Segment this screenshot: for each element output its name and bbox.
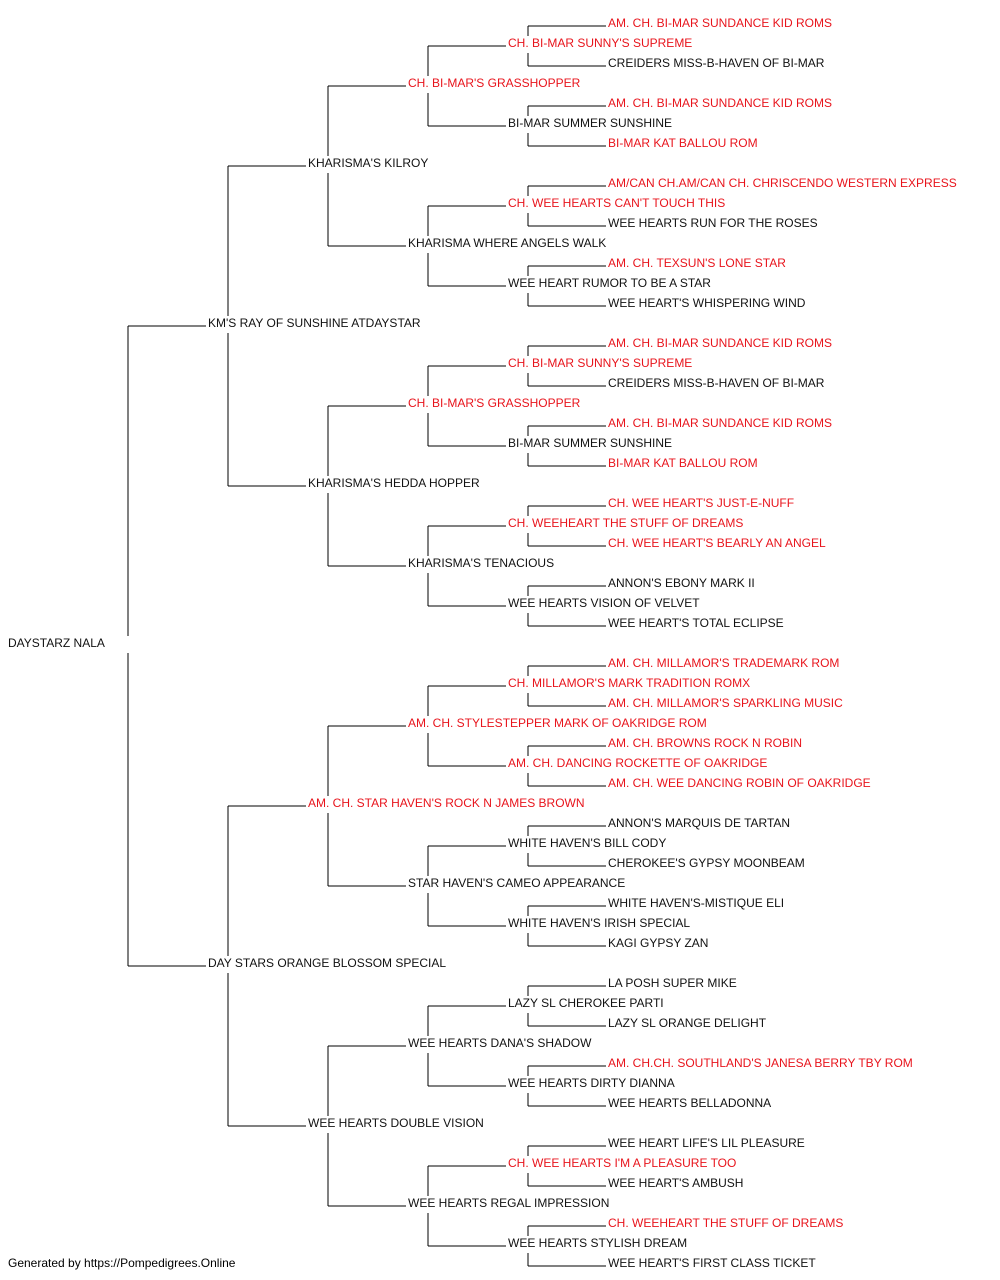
ggg-grandparent-name: WEE HEART'S TOTAL ECLIPSE xyxy=(608,616,784,630)
generated-by-footer: Generated by https://Pompedigrees.Online xyxy=(8,1256,236,1270)
gg-grandparent-name: CH. WEEHEART THE STUFF OF DREAMS xyxy=(508,516,743,530)
pedigree-connector-lines xyxy=(127,25,606,1267)
ggg-grandparent-name: AM. CH. BROWNS ROCK N ROBIN xyxy=(608,736,802,750)
ggg-grandparent-name: AM. CH. BI-MAR SUNDANCE KID ROMS xyxy=(608,16,832,30)
gg-grandparent-name: BI-MAR SUMMER SUNSHINE xyxy=(508,116,672,130)
ggg-grandparent-name: CH. WEEHEART THE STUFF OF DREAMS xyxy=(608,1216,843,1230)
ggg-grandparent-name: KAGI GYPSY ZAN xyxy=(608,936,708,950)
great-grandparent-name: WEE HEARTS DANA'S SHADOW xyxy=(408,1036,592,1050)
ggg-grandparent-name: LA POSH SUPER MIKE xyxy=(608,976,737,990)
grandparent-name: WEE HEARTS DOUBLE VISION xyxy=(308,1116,484,1130)
ggg-grandparent-name: CREIDERS MISS-B-HAVEN OF BI-MAR xyxy=(608,56,825,70)
ggg-grandparent-name: WEE HEARTS RUN FOR THE ROSES xyxy=(608,216,818,230)
gg-grandparent-name: CH. WEE HEARTS I'M A PLEASURE TOO xyxy=(508,1156,736,1170)
gg-grandparent-name: LAZY SL CHEROKEE PARTI xyxy=(508,996,664,1010)
pedigree-labels: DAYSTARZ NALA KM'S RAY OF SUNSHINE ATDAYS… xyxy=(8,16,957,1270)
grandparent-name: KHARISMA'S HEDDA HOPPER xyxy=(308,476,480,490)
ggg-grandparent-name: LAZY SL ORANGE DELIGHT xyxy=(608,1016,767,1030)
gg-grandparent-name: CH. WEE HEARTS CAN'T TOUCH THIS xyxy=(508,196,725,210)
ggg-grandparent-name: AM. CH. BI-MAR SUNDANCE KID ROMS xyxy=(608,416,832,430)
dog-name: DAYSTARZ NALA xyxy=(8,636,105,650)
ggg-grandparent-name: AM. CH. MILLAMOR'S TRADEMARK ROM xyxy=(608,656,839,670)
ggg-grandparent-name: CHEROKEE'S GYPSY MOONBEAM xyxy=(608,856,805,870)
ggg-grandparent-name: WEE HEARTS BELLADONNA xyxy=(608,1096,771,1110)
ggg-grandparent-name: BI-MAR KAT BALLOU ROM xyxy=(608,136,758,150)
great-grandparent-name: STAR HAVEN'S CAMEO APPEARANCE xyxy=(408,876,625,890)
ggg-grandparent-name: AM. CH. MILLAMOR'S SPARKLING MUSIC xyxy=(608,696,843,710)
parent-name: KM'S RAY OF SUNSHINE ATDAYSTAR xyxy=(208,316,421,330)
great-grandparent-name: KHARISMA'S TENACIOUS xyxy=(408,556,554,570)
ggg-grandparent-name: WEE HEART'S WHISPERING WIND xyxy=(608,296,806,310)
great-grandparent-name: CH. BI-MAR'S GRASSHOPPER xyxy=(408,76,581,90)
ggg-grandparent-name: WEE HEART'S FIRST CLASS TICKET xyxy=(608,1256,816,1270)
ggg-grandparent-name: AM. CH.CH. SOUTHLAND'S JANESA BERRY TBY … xyxy=(608,1056,913,1070)
ggg-grandparent-name: AM. CH. BI-MAR SUNDANCE KID ROMS xyxy=(608,336,832,350)
great-grandparent-name: AM. CH. STYLESTEPPER MARK OF OAKRIDGE RO… xyxy=(408,716,707,730)
ggg-grandparent-name: AM/CAN CH.AM/CAN CH. CHRISCENDO WESTERN … xyxy=(608,176,957,190)
gg-grandparent-name: AM. CH. DANCING ROCKETTE OF OAKRIDGE xyxy=(508,756,767,770)
gg-grandparent-name: WEE HEARTS DIRTY DIANNA xyxy=(508,1076,675,1090)
ggg-grandparent-name: CH. WEE HEART'S JUST-E-NUFF xyxy=(608,496,794,510)
gg-grandparent-name: WHITE HAVEN'S IRISH SPECIAL xyxy=(508,916,690,930)
gg-grandparent-name: WEE HEART RUMOR TO BE A STAR xyxy=(508,276,711,290)
gg-grandparent-name: CH. BI-MAR SUNNY'S SUPREME xyxy=(508,36,692,50)
gg-grandparent-name: CH. MILLAMOR'S MARK TRADITION ROMX xyxy=(508,676,750,690)
parent-name: DAY STARS ORANGE BLOSSOM SPECIAL xyxy=(208,956,446,970)
gg-grandparent-name: WEE HEARTS VISION OF VELVET xyxy=(508,596,700,610)
ggg-grandparent-name: WEE HEART LIFE'S LIL PLEASURE xyxy=(608,1136,805,1150)
great-grandparent-name: WEE HEARTS REGAL IMPRESSION xyxy=(408,1196,609,1210)
ggg-grandparent-name: ANNON'S MARQUIS DE TARTAN xyxy=(608,816,790,830)
ggg-grandparent-name: AM. CH. BI-MAR SUNDANCE KID ROMS xyxy=(608,96,832,110)
ggg-grandparent-name: BI-MAR KAT BALLOU ROM xyxy=(608,456,758,470)
ggg-grandparent-name: CREIDERS MISS-B-HAVEN OF BI-MAR xyxy=(608,376,825,390)
great-grandparent-name: KHARISMA WHERE ANGELS WALK xyxy=(408,236,606,250)
ggg-grandparent-name: AM. CH. WEE DANCING ROBIN OF OAKRIDGE xyxy=(608,776,871,790)
ggg-grandparent-name: CH. WEE HEART'S BEARLY AN ANGEL xyxy=(608,536,826,550)
gg-grandparent-name: CH. BI-MAR SUNNY'S SUPREME xyxy=(508,356,692,370)
gg-grandparent-name: WHITE HAVEN'S BILL CODY xyxy=(508,836,666,850)
ggg-grandparent-name: WEE HEART'S AMBUSH xyxy=(608,1176,743,1190)
gg-grandparent-name: WEE HEARTS STYLISH DREAM xyxy=(508,1236,687,1250)
ggg-grandparent-name: AM. CH. TEXSUN'S LONE STAR xyxy=(608,256,786,270)
ggg-grandparent-name: WHITE HAVEN'S-MISTIQUE ELI xyxy=(608,896,784,910)
great-grandparent-name: CH. BI-MAR'S GRASSHOPPER xyxy=(408,396,581,410)
grandparent-name: KHARISMA'S KILROY xyxy=(308,156,428,170)
ggg-grandparent-name: ANNON'S EBONY MARK II xyxy=(608,576,755,590)
grandparent-name: AM. CH. STAR HAVEN'S ROCK N JAMES BROWN xyxy=(308,796,585,810)
gg-grandparent-name: BI-MAR SUMMER SUNSHINE xyxy=(508,436,672,450)
